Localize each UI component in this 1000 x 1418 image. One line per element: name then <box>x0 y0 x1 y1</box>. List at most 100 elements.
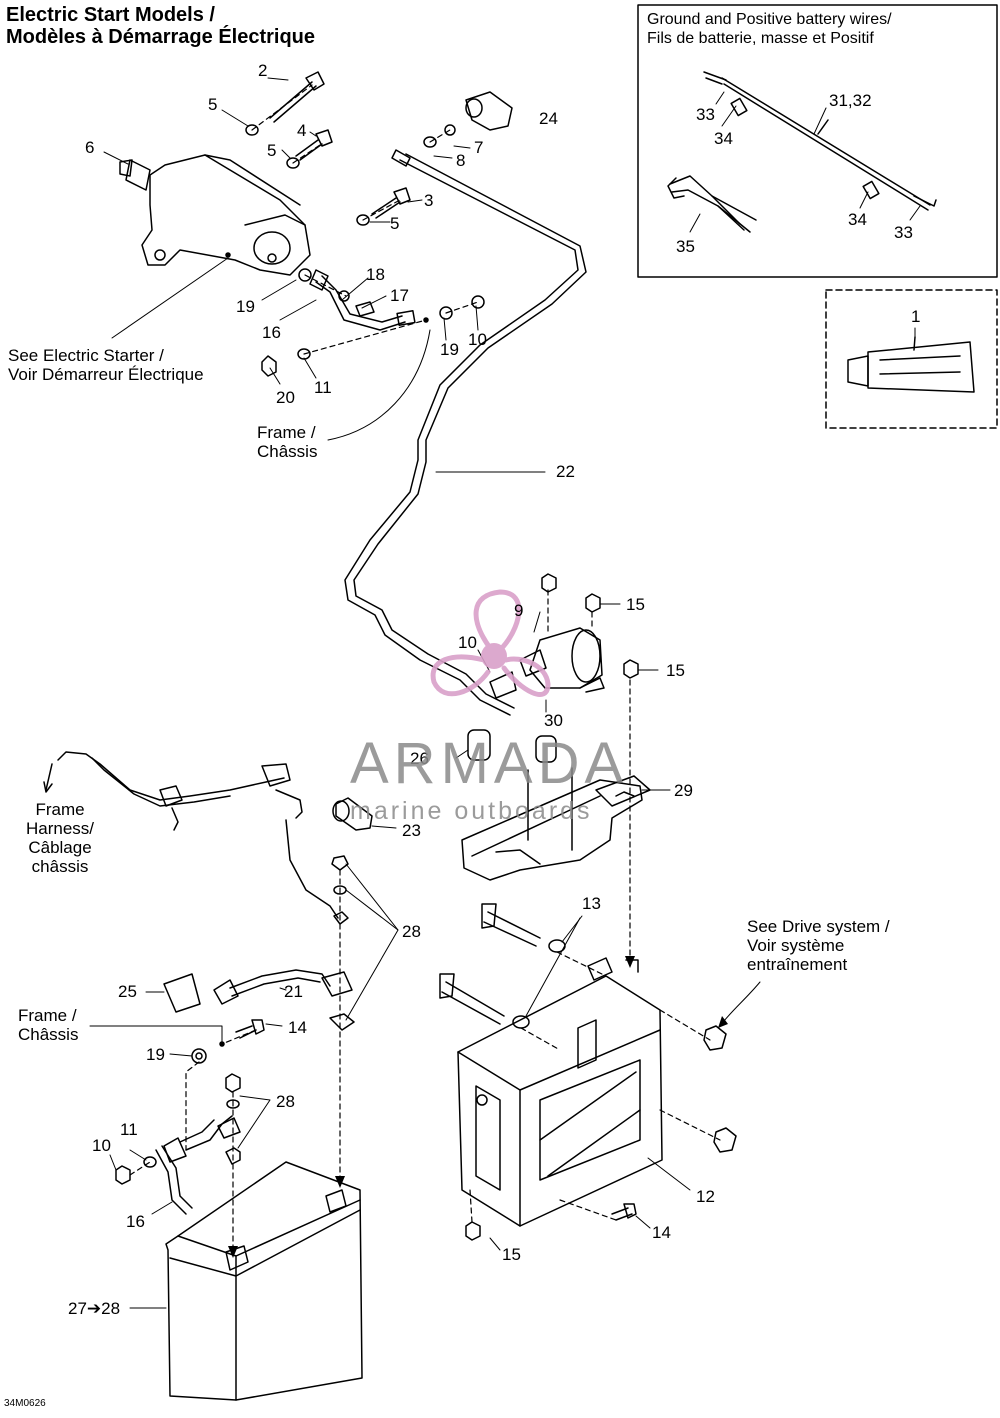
callout-6: 6 <box>85 138 95 157</box>
callout-11: 11 <box>120 1120 138 1139</box>
frame-harness-line-1: Frame <box>35 800 85 819</box>
callout-13: 13 <box>582 894 601 913</box>
title-line-1: Electric Start Models / <box>6 4 215 26</box>
callout-19: 19 <box>236 297 255 316</box>
bolts-13 <box>439 903 566 1029</box>
callout-16: 16 <box>262 323 281 342</box>
callout-10: 10 <box>468 330 487 349</box>
callout-7: 7 <box>474 138 484 157</box>
see-drive-line-3: entraînement <box>747 955 848 974</box>
frame-harness-line-2: Harness/ <box>26 819 95 838</box>
callout-25: 25 <box>118 982 137 1001</box>
callout-3: 3 <box>424 191 434 210</box>
callout-21: 21 <box>284 982 303 1001</box>
callout-10: 10 <box>92 1136 111 1155</box>
see-starter-note: See Electric Starter / Voir Démarreur Él… <box>8 346 204 384</box>
title-line-2: Modèles à Démarrage Électrique <box>6 26 316 48</box>
assembly-dashes <box>129 84 721 1251</box>
callout-29: 29 <box>674 781 693 800</box>
cable-21 <box>213 969 355 1031</box>
callout-27-28: 27➔28 <box>68 1299 121 1318</box>
callout-24: 24 <box>539 109 558 128</box>
battery-cable-22 <box>344 149 587 716</box>
callout-15: 15 <box>666 661 685 680</box>
inset-title: Ground and Positive battery wires/ Fils … <box>647 10 892 48</box>
callout-33: 33 <box>696 105 715 124</box>
battery-cable-31-32 <box>703 71 937 211</box>
callout-1: 1 <box>911 307 921 326</box>
callout-10: 10 <box>458 633 477 652</box>
crimp-tool-35 <box>667 175 757 233</box>
frame-top-line-2: Châssis <box>257 442 318 461</box>
callout-15: 15 <box>626 595 645 614</box>
frame-harness-line-3: Câblage <box>28 838 92 857</box>
callout-14: 14 <box>288 1018 307 1037</box>
callout-11: 11 <box>314 378 332 397</box>
callout-12: 12 <box>696 1187 715 1206</box>
callout-4: 4 <box>297 121 307 140</box>
callout-23: 23 <box>402 821 421 840</box>
frame-harness-note: Frame Harness/ Câblage châssis <box>26 800 94 876</box>
grease-tube-1 <box>847 336 975 393</box>
callout-19: 19 <box>440 340 459 359</box>
callout-22: 22 <box>556 462 575 481</box>
battery-tray-12 <box>457 957 663 1227</box>
see-drive-line-2: Voir système <box>747 936 845 955</box>
see-drive-line-1: See Drive system / <box>747 917 890 936</box>
callout-19: 19 <box>146 1045 165 1064</box>
see-starter-line-2: Voir Démarreur Électrique <box>8 365 204 384</box>
see-starter-line-1: See Electric Starter / <box>8 346 164 365</box>
starter-motor <box>119 154 311 276</box>
boot-25 <box>163 973 201 1013</box>
washer-19 <box>191 1048 207 1064</box>
sleeve-34a <box>730 97 748 117</box>
callout-16: 16 <box>126 1212 145 1231</box>
callout-9: 9 <box>514 601 524 620</box>
callout-18: 18 <box>366 265 385 284</box>
callout-28: 28 <box>402 922 421 941</box>
callout-14: 14 <box>652 1223 671 1242</box>
watermark-brand: ARMADA <box>350 731 629 796</box>
callout-2: 2 <box>258 61 268 80</box>
callout-33: 33 <box>894 223 913 242</box>
callout-5: 5 <box>208 95 218 114</box>
inset-title-line-1: Ground and Positive battery wires/ <box>647 11 892 28</box>
frame-top-note: Frame / Châssis <box>257 423 317 461</box>
callout-5: 5 <box>390 214 400 233</box>
watermark-tagline: marine outboards <box>350 797 593 825</box>
callout-15: 15 <box>502 1245 521 1264</box>
frame-harness-line-4: châssis <box>31 857 89 876</box>
armada-watermark-logo <box>430 589 551 697</box>
nut-washer-10-11 <box>115 1156 157 1185</box>
see-drive-note: See Drive system / Voir système entraîne… <box>747 917 890 974</box>
drawing-code: 34M0626 <box>4 1398 46 1409</box>
frame-bottom-line-2: Châssis <box>18 1025 79 1044</box>
grease-inset-frame <box>825 289 998 429</box>
battery-27 <box>165 1161 363 1401</box>
boot-23 <box>332 797 373 831</box>
cable-16-starter <box>309 269 416 331</box>
battery-wires-inset-frame <box>637 4 998 278</box>
frame-bottom-note: Frame / Châssis <box>18 1006 78 1044</box>
callout-34: 34 <box>714 129 733 148</box>
solenoid-9 <box>489 627 605 699</box>
starter-hardware <box>245 71 513 377</box>
inset-title-line-2: Fils de batterie, masse et Positif <box>647 30 874 47</box>
page-title: Electric Start Models / Modèles à Démarr… <box>6 4 315 48</box>
callout-26: 26 <box>410 749 429 768</box>
tray-fasteners <box>465 1025 737 1241</box>
nuts-15-upper <box>541 573 639 679</box>
callout-17: 17 <box>390 286 409 305</box>
callout-35: 35 <box>676 237 695 256</box>
callout-5: 5 <box>267 141 277 160</box>
callout-8: 8 <box>456 151 466 170</box>
leader-lines <box>89 77 921 1309</box>
frame-top-line-1: Frame / <box>257 423 316 442</box>
callout-31-32: 31,32 <box>829 91 872 110</box>
callout-30: 30 <box>544 711 563 730</box>
cable-16-battery <box>155 1115 241 1215</box>
frame-bottom-line-1: Frame / <box>18 1006 77 1025</box>
callout-28: 28 <box>276 1092 295 1111</box>
